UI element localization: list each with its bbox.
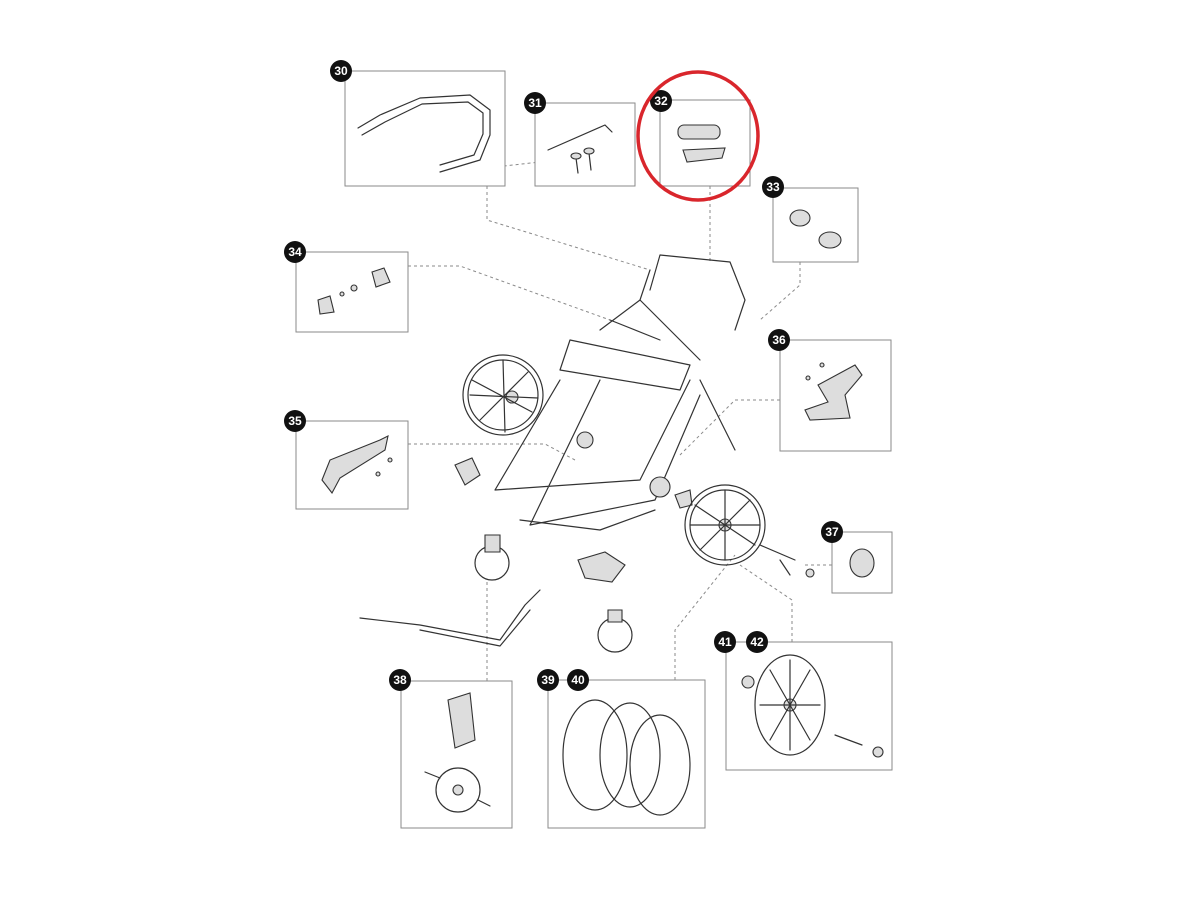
svg-text:32: 32 [654, 94, 668, 108]
badge-33: 33 [762, 176, 784, 198]
part-32-handle-grip: 32 [636, 70, 760, 202]
part-35-foot-bracket: 35 [284, 410, 409, 510]
badge-37: 37 [821, 521, 843, 543]
badge-30: 30 [330, 60, 352, 82]
part-34-brackets: 34 [284, 241, 409, 333]
badge-38: 38 [389, 669, 411, 691]
part-36-mount: 36 [768, 329, 892, 452]
highlight-circle [636, 70, 760, 202]
svg-text:36: 36 [772, 333, 786, 347]
svg-text:31: 31 [528, 96, 542, 110]
part-38-front-wheel: 38 [389, 669, 513, 829]
badge-36: 36 [768, 329, 790, 351]
stroller-frame-assembly [359, 254, 815, 653]
part-30-handlebar: 30 [330, 60, 506, 187]
part-31-hex-key-bolts: 31 [524, 92, 636, 187]
badge-41: 41 [714, 631, 736, 653]
svg-text:34: 34 [288, 245, 302, 259]
badge-39: 39 [537, 669, 559, 691]
svg-text:40: 40 [571, 673, 585, 687]
badge-31: 31 [524, 92, 546, 114]
svg-text:38: 38 [393, 673, 407, 687]
svg-text:42: 42 [750, 635, 764, 649]
svg-text:33: 33 [766, 180, 780, 194]
badge-35: 35 [284, 410, 306, 432]
badge-32: 32 [650, 90, 672, 112]
leader-lines [408, 161, 832, 681]
svg-text:37: 37 [825, 525, 839, 539]
svg-text:41: 41 [718, 635, 732, 649]
part-33-clamps: 33 [762, 176, 859, 263]
svg-text:35: 35 [288, 414, 302, 428]
part-41-42-rear-wheel: 41 42 [714, 631, 893, 771]
badge-34: 34 [284, 241, 306, 263]
part-37-cap: 37 [821, 521, 893, 594]
part-39-40-tire-tube: 39 40 [537, 669, 706, 829]
svg-text:30: 30 [334, 64, 348, 78]
svg-text:39: 39 [541, 673, 555, 687]
badge-42: 42 [746, 631, 768, 653]
badge-40: 40 [567, 669, 589, 691]
